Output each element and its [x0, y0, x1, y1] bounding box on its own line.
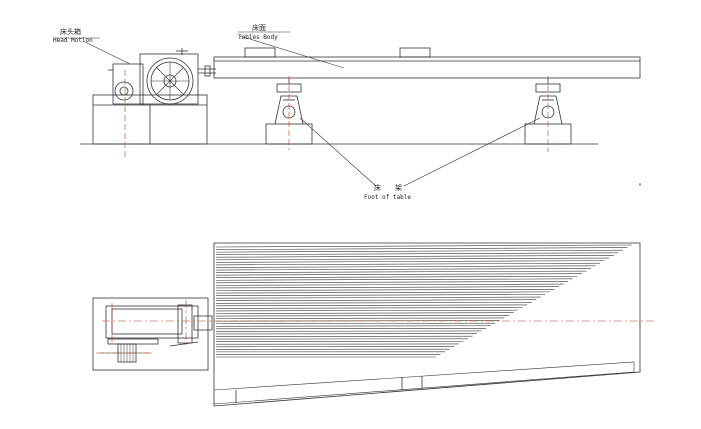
- riffle-lines: [216, 245, 632, 357]
- riffle-line: [216, 276, 577, 277]
- head-motion-plan: [93, 298, 212, 370]
- label-foot-en: Foot of table: [364, 194, 411, 201]
- riffle-line: [216, 268, 591, 270]
- riffle-line: [216, 297, 541, 298]
- riffle-line: [216, 315, 509, 316]
- riffle-line: [216, 326, 491, 327]
- head-motion-unit: [108, 48, 216, 104]
- motor-pulley: [115, 82, 133, 100]
- riffle-line: [216, 250, 623, 252]
- label-head-motion-en: Head Motion: [53, 37, 93, 44]
- riffle-line: [216, 289, 555, 290]
- riffle-line: [216, 245, 632, 247]
- riffle-line: [216, 258, 609, 260]
- plan-view: [93, 243, 640, 406]
- riffle-line: [216, 323, 495, 324]
- leader-foot-left: [300, 118, 376, 186]
- riffle-line: [216, 294, 545, 295]
- leader-head-motion: [85, 42, 130, 64]
- label-head-motion-cn: 床头箱: [60, 27, 81, 36]
- riffle-line: [216, 318, 504, 319]
- riffle-line: [216, 305, 527, 306]
- riffle-line: [216, 266, 596, 268]
- riffle-line: [216, 328, 486, 329]
- riffle-line: [216, 287, 559, 288]
- leader-foot-right: [404, 118, 540, 186]
- side-elevation-view: [54, 32, 640, 186]
- riffle-line: [216, 274, 582, 275]
- riffle-line: [216, 279, 573, 280]
- riffle-line: [216, 292, 550, 293]
- label-table-body-en: Tables Body: [238, 34, 278, 41]
- riffle-line: [216, 284, 564, 285]
- head-motion-base: [93, 95, 207, 144]
- riffle-line: [216, 261, 605, 263]
- riffle-line: [216, 302, 532, 303]
- riffle-line: [216, 281, 568, 282]
- riffle-line: [216, 310, 518, 311]
- label-table-body-cn: 床面: [252, 23, 266, 32]
- riffle-line: [216, 300, 536, 301]
- riffle-line: [216, 308, 523, 309]
- riffle-line: [216, 263, 600, 265]
- table-body: [214, 48, 640, 78]
- riffle-line: [216, 313, 513, 314]
- label-foot-cn: 床 架: [374, 183, 402, 192]
- riffle-line: [216, 253, 618, 255]
- riffle-line: [216, 255, 614, 257]
- riffle-line: [216, 271, 586, 273]
- riffle-line: [216, 248, 627, 250]
